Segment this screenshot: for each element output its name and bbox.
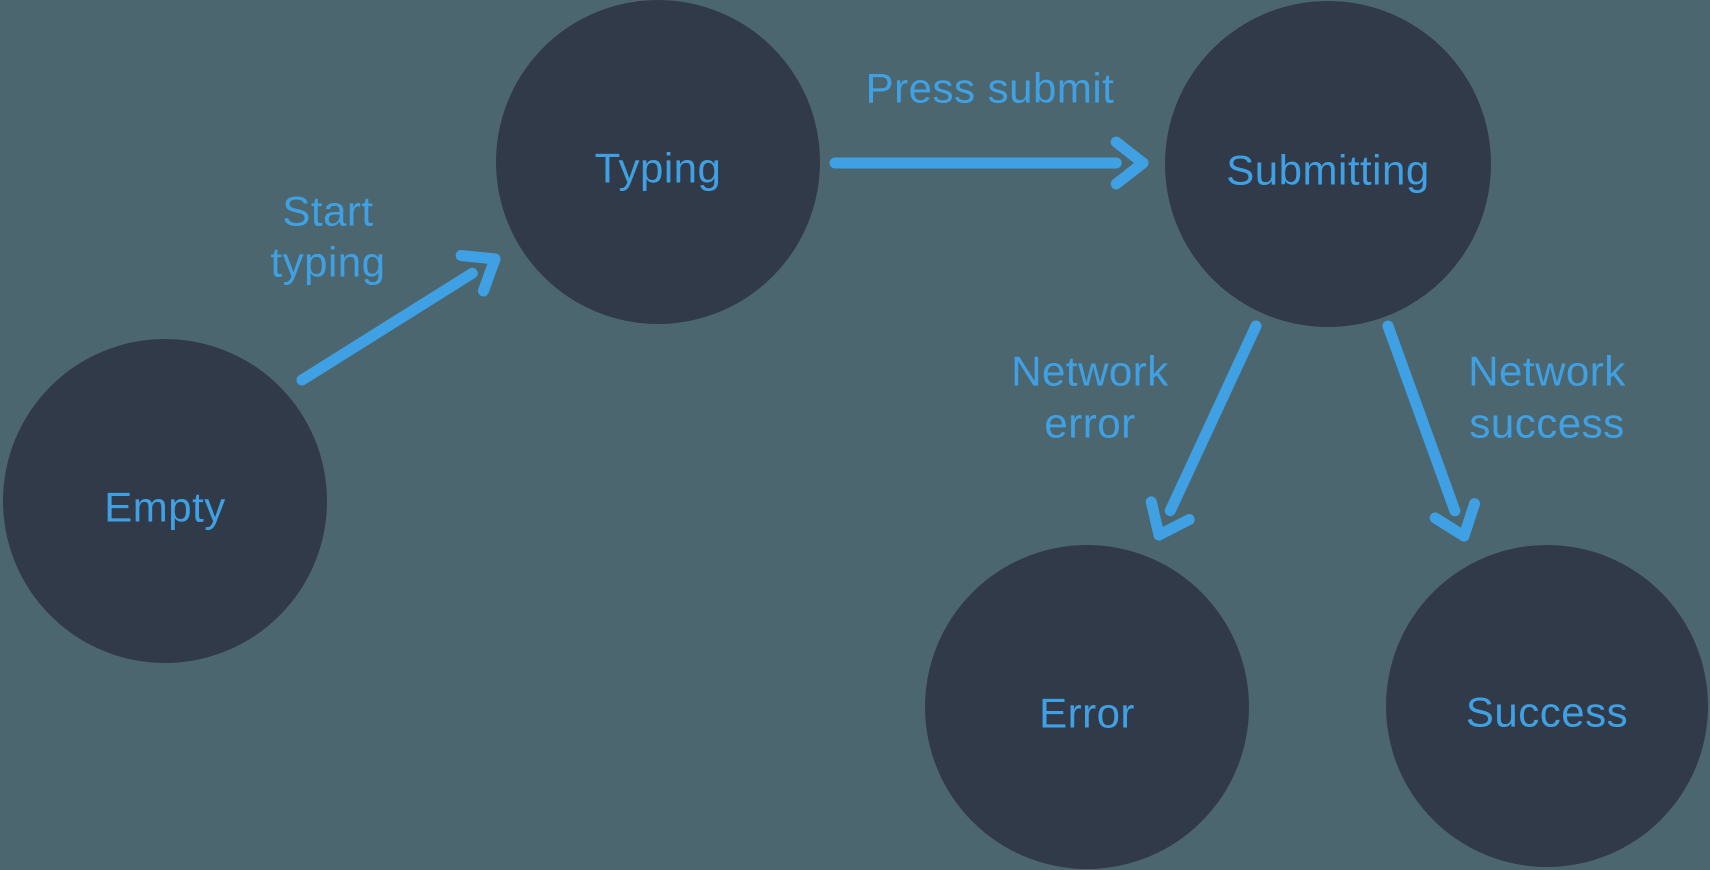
- transition-network-error: Network error: [1011, 320, 1262, 541]
- arrow-line: [1164, 320, 1262, 517]
- empty-label: Empty: [104, 484, 226, 531]
- empty-circle: [3, 339, 327, 663]
- arrow-head: [477, 253, 501, 297]
- arrow-head: [1145, 496, 1165, 541]
- state-node-success: Success: [1386, 545, 1708, 867]
- transition-label: success: [1469, 400, 1624, 447]
- arrow-line: [1382, 320, 1461, 517]
- submitting-circle: [1165, 1, 1491, 327]
- transition-label: Network: [1011, 348, 1169, 395]
- submitting-label: Submitting: [1226, 147, 1429, 194]
- transition-label: error: [1044, 400, 1135, 447]
- error-label: Error: [1039, 690, 1135, 737]
- arrow-line: [296, 267, 478, 386]
- transition-label: typing: [270, 239, 385, 286]
- success-circle: [1386, 545, 1708, 867]
- state-node-submitting: Submitting: [1165, 1, 1491, 327]
- arrow-head: [1429, 512, 1470, 542]
- transition-label: Start: [282, 188, 373, 235]
- arrow-head: [1110, 157, 1149, 190]
- transition-network-success: Network success: [1382, 320, 1626, 542]
- typing-label: Typing: [595, 145, 722, 192]
- typing-circle: [496, 0, 820, 324]
- state-node-typing: Typing: [496, 0, 820, 324]
- state-node-empty: Empty: [3, 339, 327, 663]
- state-node-error: Error: [925, 545, 1249, 869]
- transition-label: Network: [1468, 348, 1626, 395]
- transition-press-submit: Press submit: [829, 65, 1149, 190]
- transition-label: Press submit: [866, 65, 1115, 112]
- success-label: Success: [1466, 689, 1628, 736]
- error-circle: [925, 545, 1249, 869]
